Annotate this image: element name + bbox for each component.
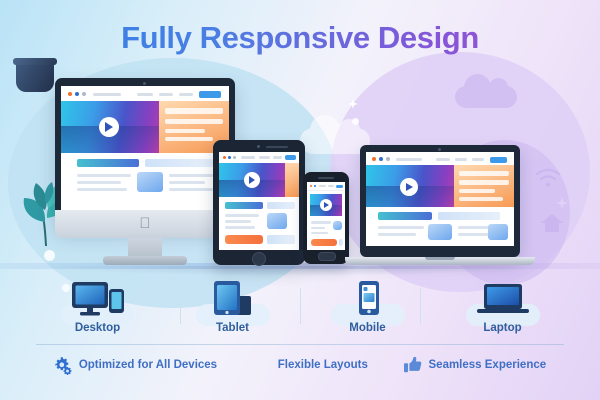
category-divider (420, 288, 421, 324)
device-category-tablet[interactable]: Tablet (165, 278, 300, 334)
play-icon (320, 199, 332, 211)
device-category-laptop[interactable]: Laptop (435, 278, 570, 334)
decor-dot (62, 284, 70, 292)
webcam-dot (143, 82, 146, 85)
feature-separator (36, 344, 564, 345)
device-category-row: Desktop Tablet (30, 278, 570, 334)
feature-flexible[interactable]: Flexible Layouts (253, 356, 368, 374)
feature-label: Seamless Experience (428, 359, 547, 371)
device-category-desktop[interactable]: Desktop (30, 278, 165, 334)
grid-squares-icon (253, 356, 271, 374)
device-label: Desktop (74, 322, 121, 334)
device-label: Tablet (215, 322, 249, 334)
sparkle-icon (348, 96, 358, 114)
feature-label: Optimized for All Devices (78, 359, 218, 371)
decor-dot (44, 250, 55, 261)
tablet-speaker (266, 146, 288, 148)
desktop-screen-mockup (61, 86, 229, 210)
tablet-icon (208, 278, 258, 318)
device-label: Mobile (349, 322, 386, 334)
apple-logo-icon:  (138, 216, 152, 232)
wifi-icon (535, 168, 561, 193)
monitor-chin (55, 210, 235, 238)
feature-row: Optimized for All Devices Flexible Layou… (36, 352, 564, 378)
plant-pot-rim (13, 58, 57, 65)
desk-surface (0, 263, 600, 269)
category-divider (300, 288, 301, 324)
laptop-icon (475, 278, 531, 318)
webcam-dot (257, 145, 260, 148)
mobile-phone-icon (346, 278, 390, 318)
webcam-dot (438, 148, 441, 151)
monitor-stand-base (103, 256, 187, 265)
laptop-trackpad-notch (425, 257, 455, 260)
feature-optimized[interactable]: Optimized for All Devices (54, 356, 218, 375)
desk-shadow (40, 266, 560, 276)
phone-home-button (318, 252, 336, 261)
tablet-home-button (252, 252, 266, 266)
laptop-base (345, 257, 535, 265)
desktop-monitor-icon (71, 278, 125, 318)
home-icon (540, 212, 564, 239)
cloud-shape (300, 115, 370, 154)
play-icon (244, 172, 260, 188)
play-icon (400, 178, 418, 196)
sparkle-icon (556, 196, 568, 214)
device-label: Laptop (483, 322, 522, 334)
feature-label: Flexible Layouts (277, 359, 368, 371)
feature-seamless[interactable]: Seamless Experience (403, 356, 547, 374)
category-divider (180, 288, 181, 324)
tablet-screen-mockup (219, 152, 299, 250)
phone-speaker (318, 177, 334, 179)
plant-pot (16, 62, 54, 92)
play-icon (99, 117, 119, 137)
laptop-screen-mockup (366, 152, 514, 246)
device-category-mobile[interactable]: Mobile (300, 278, 435, 334)
gears-icon (54, 356, 72, 375)
thumbs-up-icon (403, 356, 422, 374)
page-title: Fully Responsive Design (0, 20, 600, 56)
monitor-stand-neck (128, 238, 162, 258)
cloud-shape (455, 74, 517, 108)
phone-screen-mockup (307, 182, 345, 250)
